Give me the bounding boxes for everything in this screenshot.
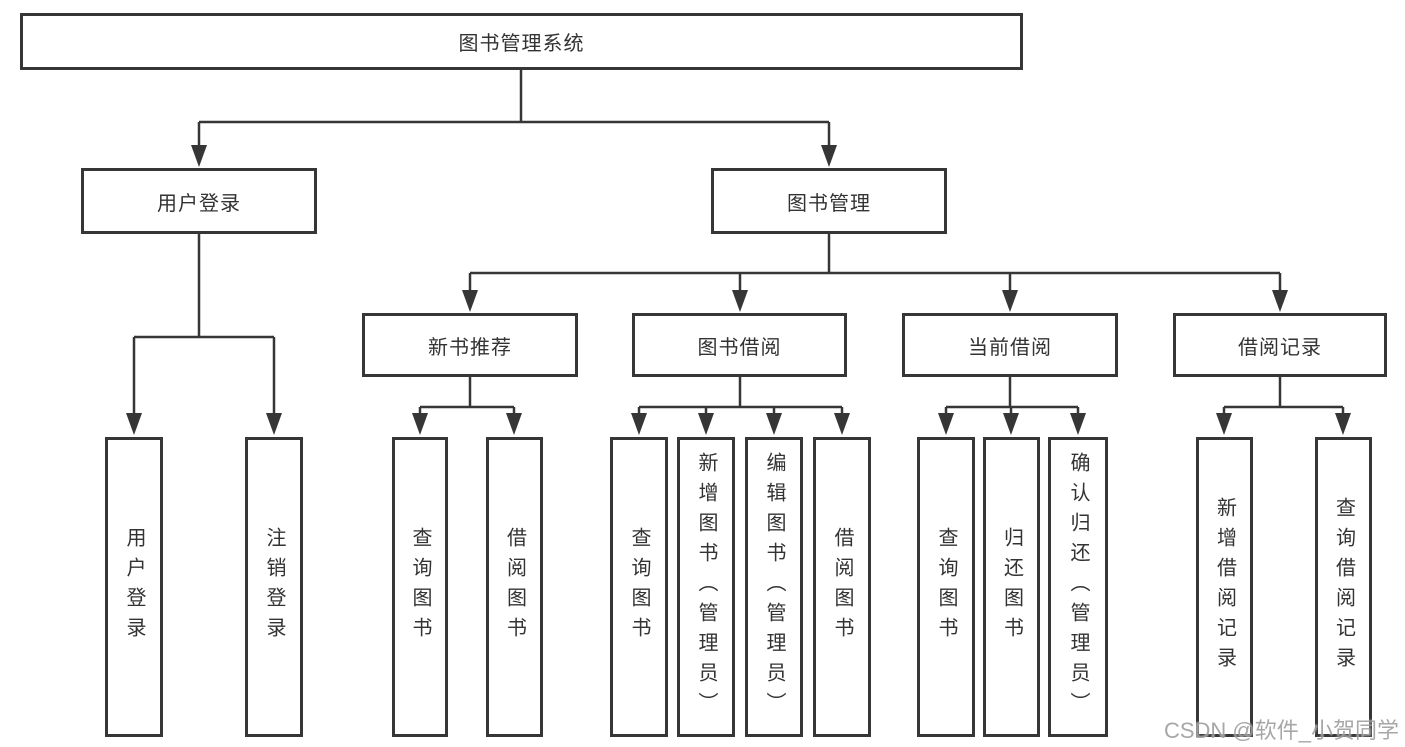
node-leaf-confirm-return-admin: 确认归还（管理员） (1048, 437, 1108, 737)
node-new-book-rec: 新书推荐 (362, 313, 578, 377)
connector-borrow-record-branch (1216, 377, 1351, 435)
leaf-label: 确认归还（管理员） (1067, 452, 1089, 722)
leaf-label: 查询图书 (409, 527, 431, 647)
connector-book-borrow-branch (631, 377, 850, 435)
leaf-label: 编辑图书（管理员） (763, 452, 785, 722)
node-user-login: 用户登录 (81, 168, 317, 234)
connector-new-book-branch (412, 377, 522, 435)
node-leaf-query-book-3: 查询图书 (917, 437, 975, 737)
leaf-label: 新增借阅记录 (1213, 497, 1236, 677)
leaf-label: 借阅图书 (503, 527, 526, 647)
node-leaf-borrow-book-2: 借阅图书 (813, 437, 871, 737)
connector-root-to-level2 (191, 70, 837, 167)
node-leaf-query-borrow-record: 查询借阅记录 (1315, 437, 1372, 737)
csdn-watermark: CSDN @软件_小贺同学 (1163, 718, 1399, 743)
node-current-borrow: 当前借阅 (902, 313, 1118, 377)
node-leaf-query-book-1: 查询图书 (392, 437, 448, 737)
leaf-label: 借阅图书 (831, 527, 853, 647)
node-leaf-borrow-book-1: 借阅图书 (486, 437, 543, 737)
node-leaf-add-book-admin: 新增图书（管理员） (677, 437, 735, 737)
node-leaf-edit-book-admin: 编辑图书（管理员） (745, 437, 803, 737)
node-book-borrow: 图书借阅 (632, 313, 847, 377)
connector-current-borrow-branch (938, 377, 1086, 435)
node-root: 图书管理系统 (20, 13, 1023, 70)
leaf-label: 归还图书 (1000, 527, 1023, 647)
leaf-label: 查询借阅记录 (1332, 497, 1355, 677)
leaf-label: 用户登录 (123, 527, 145, 647)
node-leaf-query-book-2: 查询图书 (610, 437, 668, 737)
leaf-label: 查询图书 (628, 527, 650, 647)
leaf-label: 查询图书 (935, 527, 957, 647)
node-leaf-user-login: 用户登录 (105, 437, 163, 737)
node-leaf-logout: 注销登录 (245, 437, 303, 737)
connector-book-mgmt-branch (462, 234, 1288, 312)
leaf-label: 注销登录 (263, 527, 285, 647)
node-book-mgmt: 图书管理 (711, 168, 947, 234)
connector-user-login-branch (126, 234, 282, 435)
node-leaf-add-borrow-record: 新增借阅记录 (1196, 437, 1253, 737)
node-borrow-record: 借阅记录 (1173, 313, 1387, 377)
node-leaf-return-book: 归还图书 (983, 437, 1040, 737)
leaf-label: 新增图书（管理员） (695, 452, 717, 722)
